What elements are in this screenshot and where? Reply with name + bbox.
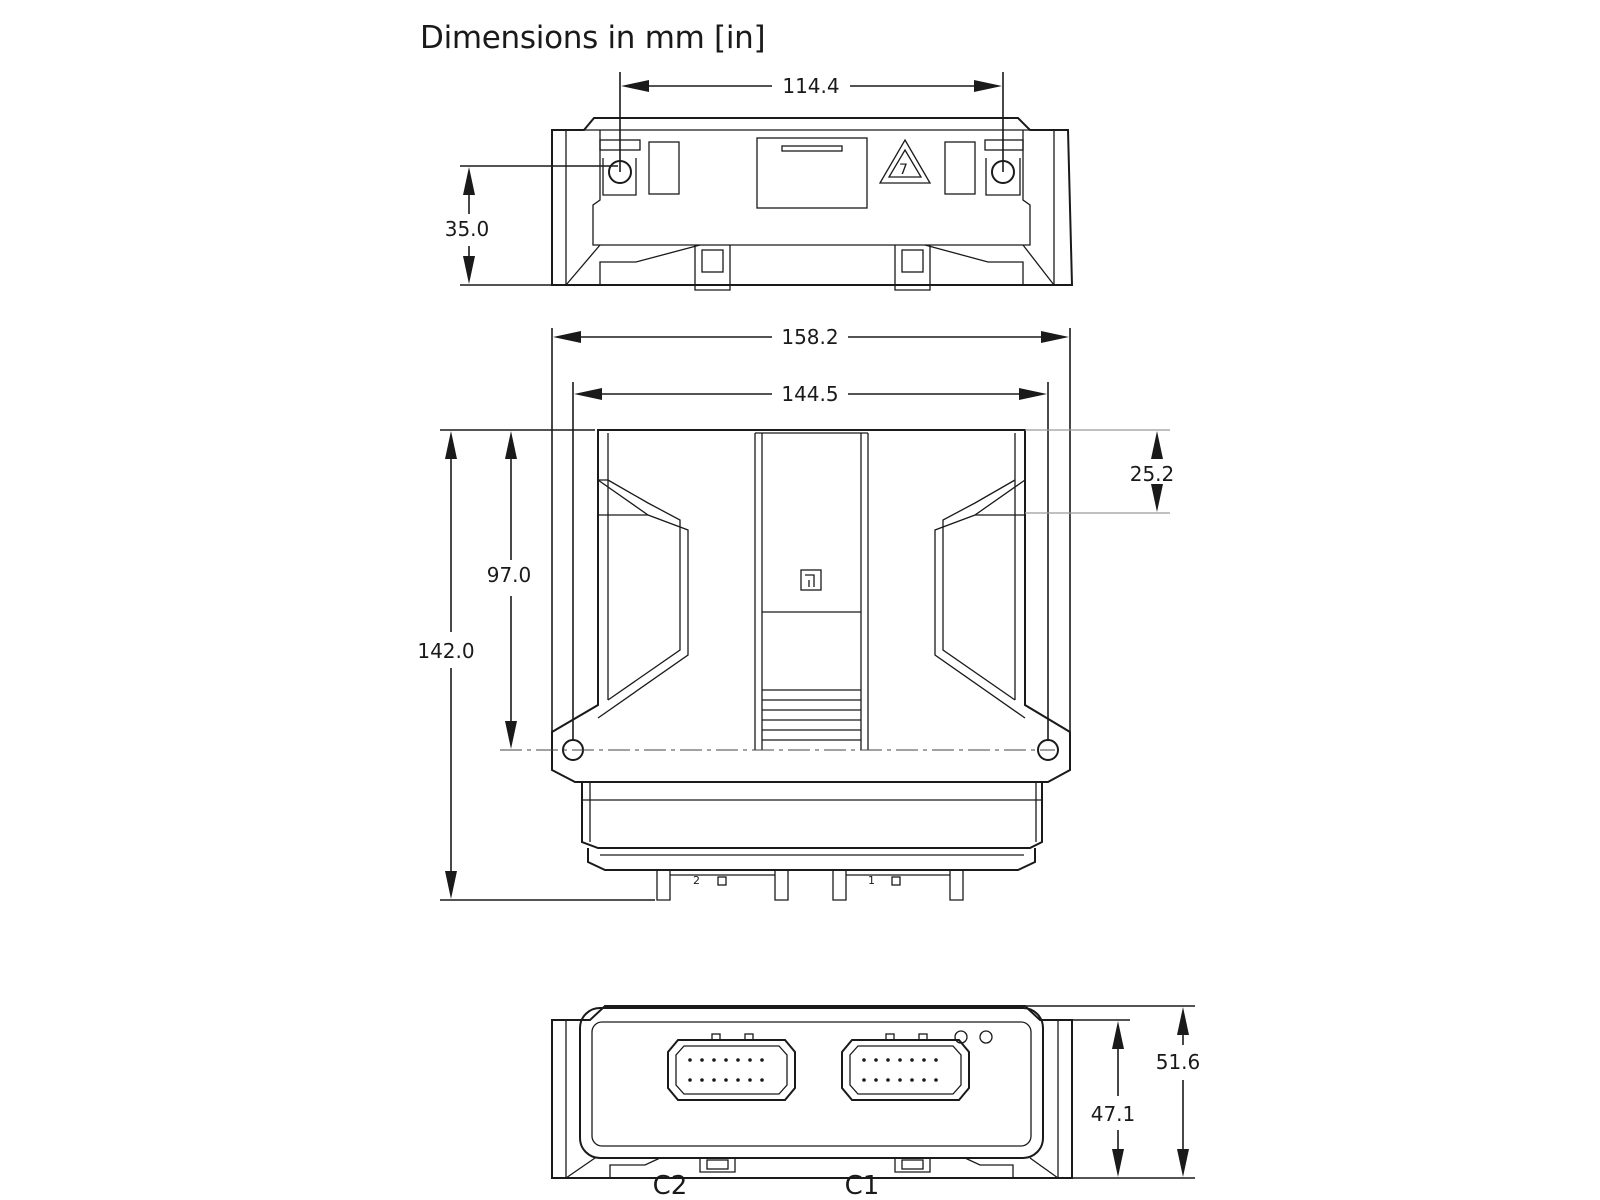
pin-mark-2: 2 xyxy=(693,874,700,887)
dim-top-hole-spacing: 114.4 xyxy=(619,72,1004,172)
svg-text:7: 7 xyxy=(899,162,908,178)
dim-label-51-6: 51.6 xyxy=(1156,1050,1201,1074)
connector-c2 xyxy=(667,1033,796,1101)
dim-label-144-5: 144.5 xyxy=(781,382,838,406)
dim-overall-width: 158.2 xyxy=(551,325,1071,735)
plan-view: 2 1 xyxy=(500,429,1071,901)
dim-label-142-0: 142.0 xyxy=(417,639,474,663)
connector-label-c1: C1 xyxy=(845,1171,880,1200)
dim-overall-depth: 142.0 xyxy=(417,429,655,901)
recycle-icon: 7 xyxy=(878,138,932,184)
drawing-title: Dimensions in mm [in] xyxy=(420,20,766,56)
dim-label-35-0: 35.0 xyxy=(445,217,490,241)
dim-top-height: 35.0 xyxy=(445,165,618,286)
connector-c1 xyxy=(841,1033,970,1101)
document-icon xyxy=(800,569,822,591)
dim-flange-depth: 25.2 xyxy=(1025,429,1175,514)
dim-label-47-1: 47.1 xyxy=(1091,1102,1136,1126)
dim-label-25-2: 25.2 xyxy=(1130,462,1175,486)
dim-hole-depth: 97.0 xyxy=(487,431,532,749)
dim-label-97-0: 97.0 xyxy=(487,563,532,587)
dim-label-158-2: 158.2 xyxy=(781,325,838,349)
dim-inner-width: 144.5 xyxy=(572,382,1049,740)
dim-label-114-4: 114.4 xyxy=(782,74,839,98)
top-view: 7 xyxy=(551,117,1074,291)
dim-body-height: 47.1 xyxy=(1040,1019,1136,1177)
connector-label-c2: C2 xyxy=(653,1171,688,1200)
dim-overall-height: 51.6 xyxy=(1025,1005,1201,1179)
pin-mark-1: 1 xyxy=(868,874,875,887)
connector-view: C2 C1 xyxy=(551,1005,1073,1200)
